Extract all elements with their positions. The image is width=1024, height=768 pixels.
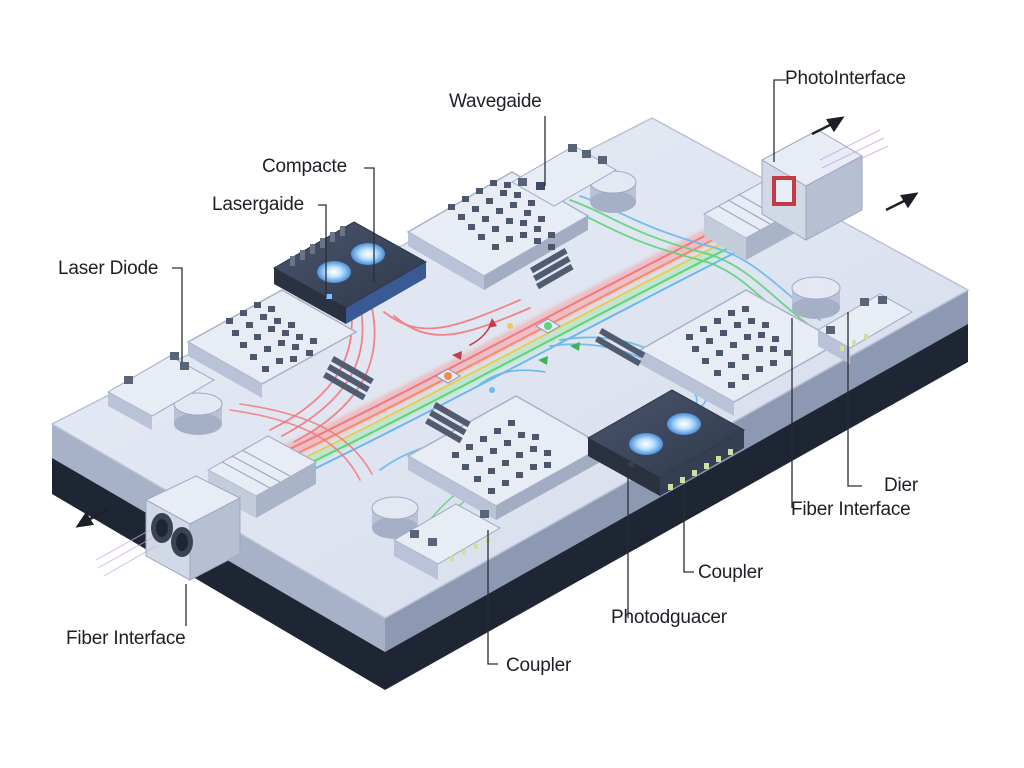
pad-array-left [186, 289, 374, 401]
waveguide-green-1 [261, 225, 773, 487]
photodetector-icon [667, 413, 701, 435]
label-fiber-interface-right: Fiber Interface [791, 499, 911, 520]
waveguide-yellow [257, 219, 769, 481]
waveguide-blue-1 [265, 231, 777, 493]
board-base [52, 320, 968, 690]
pad-array-right [595, 289, 842, 416]
laser-diode-icon [351, 243, 385, 265]
label-wavegaide: Wavegaide [449, 91, 542, 112]
label-laser-diode: Laser Diode [58, 258, 159, 279]
component-cylinder-left [173, 392, 223, 435]
arrow-icon [75, 116, 919, 528]
photodetector-icon [629, 433, 663, 455]
label-dier: Dier [884, 475, 919, 496]
component-block-top [510, 144, 618, 207]
fiber-connector-icon [95, 475, 242, 581]
label-photodguacer: Photodguacer [611, 607, 727, 628]
label-coupler-right: Coupler [698, 562, 764, 583]
photodetector-chip [586, 389, 746, 496]
label-coupler-bottom: Coupler [506, 655, 572, 676]
coupler-node [435, 318, 561, 393]
leader-lines [172, 79, 862, 665]
pad-array-bottom [406, 395, 606, 520]
component-block-left [106, 352, 216, 430]
label-compacte: Compacte [262, 156, 347, 177]
waveguide-red-2 [253, 213, 765, 475]
laser-diode-icon [317, 261, 351, 283]
label-photointerface: PhotoInterface [785, 68, 906, 89]
label-fiber-interface-left: Fiber Interface [66, 628, 186, 649]
waveguide-red-1 [249, 207, 761, 469]
component-cylinder-right [791, 276, 841, 319]
laser-diode-chip [272, 221, 428, 324]
fiber-connector-icon [760, 129, 889, 241]
label-lasergaide: Lasergaide [212, 194, 305, 215]
signal-arrow-icon [452, 318, 580, 385]
component-block-right [816, 293, 914, 364]
